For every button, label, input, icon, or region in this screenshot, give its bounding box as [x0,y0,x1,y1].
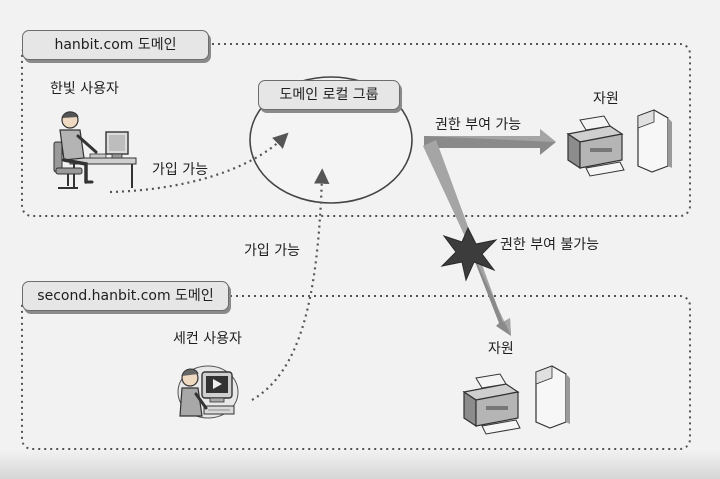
join-label-second: 가입 가능 [244,243,300,259]
grant-denied-label: 권한 부여 불가능 [500,237,600,253]
bottom-band [0,450,720,479]
person-at-computer-icon [53,111,137,189]
join-arrow-hanbit [109,132,289,194]
join-label-hanbit: 가입 가능 [152,162,208,178]
hanbit-domain-box [21,43,691,217]
second-domain-label: second.hanbit.com 도메인 [22,281,229,311]
burst-star-icon [440,226,498,282]
printer-icon [566,115,625,177]
resource-label-second: 자원 [488,341,514,357]
local-group-label: 도메인 로컬 그룹 [258,80,400,110]
hanbit-user-label: 한빛 사용자 [50,81,119,97]
join-arrow-second [251,168,330,401]
resource-label-hanbit: 자원 [593,91,619,107]
grant-allowed-label: 권한 부여 가능 [435,117,522,133]
hanbit-domain-label: hanbit.com 도메인 [22,30,209,60]
printer-icon-second [462,373,521,435]
person-at-monitor-icon [177,365,239,419]
second-domain-box [21,295,691,450]
document-icon-second [535,365,570,429]
grant-allowed-arrow [424,129,556,155]
document-icon [637,109,672,173]
second-user-label: 세컨 사용자 [173,331,242,347]
